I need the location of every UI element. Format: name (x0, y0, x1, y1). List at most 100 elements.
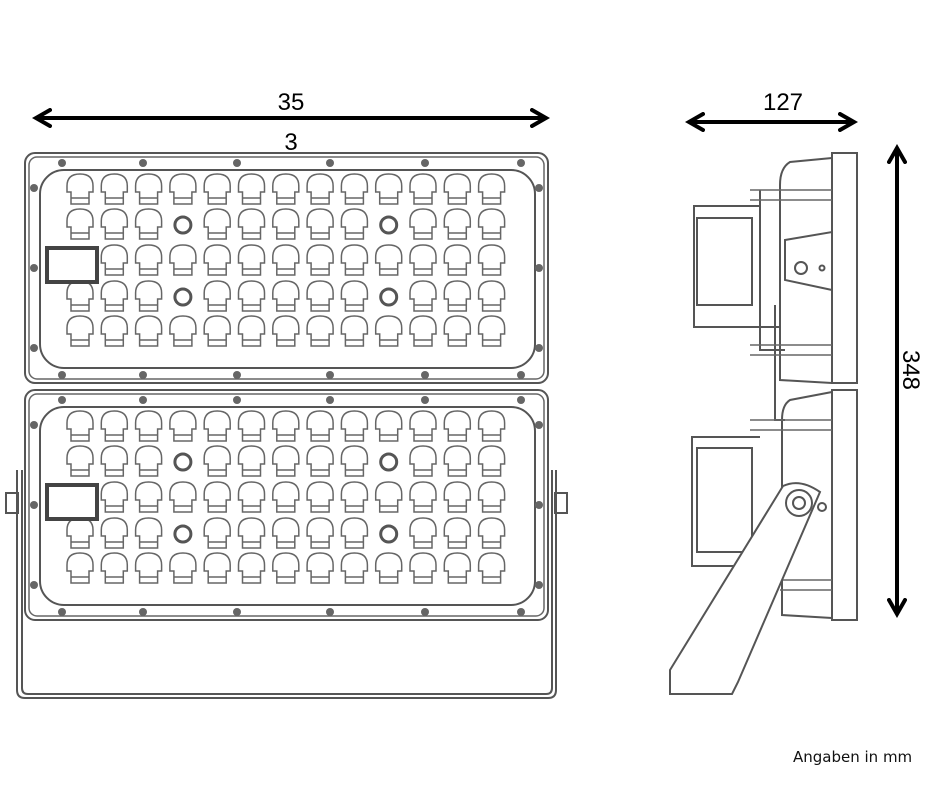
led-lens (100, 208, 129, 240)
led-lens (409, 315, 437, 347)
panel-frame-inner (28, 393, 545, 617)
led-lens (237, 410, 266, 442)
mount-ring (173, 452, 193, 472)
led-lens (306, 517, 334, 549)
led-lens (203, 410, 231, 442)
led-lens (477, 481, 506, 513)
led-lens (203, 244, 231, 276)
mount-ring (173, 287, 193, 307)
led-lens (306, 315, 334, 347)
led-lens (443, 280, 472, 312)
screw-icon (535, 421, 543, 429)
led-lens (477, 280, 506, 312)
led-lens (340, 410, 369, 442)
led-lens (272, 173, 300, 205)
label-plate (45, 483, 99, 521)
mount-ring (379, 287, 399, 307)
led-lens (477, 552, 506, 584)
panel-frame-inner (28, 156, 545, 380)
led-lens (443, 244, 472, 276)
led-lens (169, 315, 197, 347)
led-lens (443, 410, 472, 442)
led-lens (203, 552, 231, 584)
led-lens (477, 315, 506, 347)
mount-ring (173, 524, 193, 544)
led-lens (237, 315, 266, 347)
screw-icon (326, 608, 334, 616)
led-lens (169, 244, 197, 276)
led-lens (443, 445, 472, 477)
led-lens (100, 445, 129, 477)
panel-frame (24, 152, 549, 384)
led-lens (272, 552, 300, 584)
screw-icon (139, 159, 147, 167)
depth-label: 127 (763, 89, 803, 116)
screw-icon (326, 159, 334, 167)
led-lens (134, 173, 163, 205)
led-panel (24, 389, 549, 621)
led-lens (409, 280, 437, 312)
screw-icon (421, 608, 429, 616)
pivot-nut (792, 496, 806, 510)
led-lens (237, 280, 266, 312)
led-lens (272, 244, 300, 276)
led-lens (272, 481, 300, 513)
led-lens (100, 410, 129, 442)
led-lens (272, 517, 300, 549)
side-bolts (750, 189, 832, 591)
height-label: 348 (897, 350, 924, 390)
led-lens (340, 173, 369, 205)
led-lens (340, 280, 369, 312)
led-lens (272, 208, 300, 240)
led-lens (237, 517, 266, 549)
led-lens (409, 244, 437, 276)
bracket-knob-right (554, 492, 568, 514)
led-lens (374, 481, 403, 513)
led-lens (272, 280, 300, 312)
led-lens (134, 445, 163, 477)
led-lens (237, 244, 266, 276)
led-lens (374, 244, 403, 276)
led-lens (374, 410, 403, 442)
led-lens (134, 244, 163, 276)
screw-icon (421, 371, 429, 379)
led-lens (134, 481, 163, 513)
led-lens (272, 410, 300, 442)
led-lens (409, 481, 437, 513)
side-front-glass-top (831, 152, 858, 384)
led-lens (477, 208, 506, 240)
side-fin-top (784, 230, 833, 292)
led-lens (443, 315, 472, 347)
led-lens (477, 173, 506, 205)
led-lens (66, 517, 94, 549)
width-label-continued: 3 (284, 129, 297, 156)
screw-icon (517, 608, 525, 616)
led-lens (340, 315, 369, 347)
led-lens (169, 481, 197, 513)
screw-icon (233, 608, 241, 616)
led-lens (340, 481, 369, 513)
led-lens (66, 445, 94, 477)
screw-icon (58, 371, 66, 379)
led-lens (237, 173, 266, 205)
led-lens (203, 173, 231, 205)
screw-icon (535, 184, 543, 192)
led-lens (66, 315, 94, 347)
panel-frame (24, 389, 549, 621)
led-lens (306, 244, 334, 276)
led-lens (134, 208, 163, 240)
screw-icon (517, 396, 525, 404)
led-lens (272, 315, 300, 347)
led-lens (340, 445, 369, 477)
driver-box-top (693, 205, 780, 328)
led-lens (306, 173, 334, 205)
led-lens (100, 517, 129, 549)
front-view (5, 152, 568, 699)
driver-bracket (759, 190, 785, 421)
led-lens (237, 481, 266, 513)
led-lens (409, 208, 437, 240)
label-plate (45, 246, 99, 284)
led-lens (306, 410, 334, 442)
led-lens (237, 552, 266, 584)
